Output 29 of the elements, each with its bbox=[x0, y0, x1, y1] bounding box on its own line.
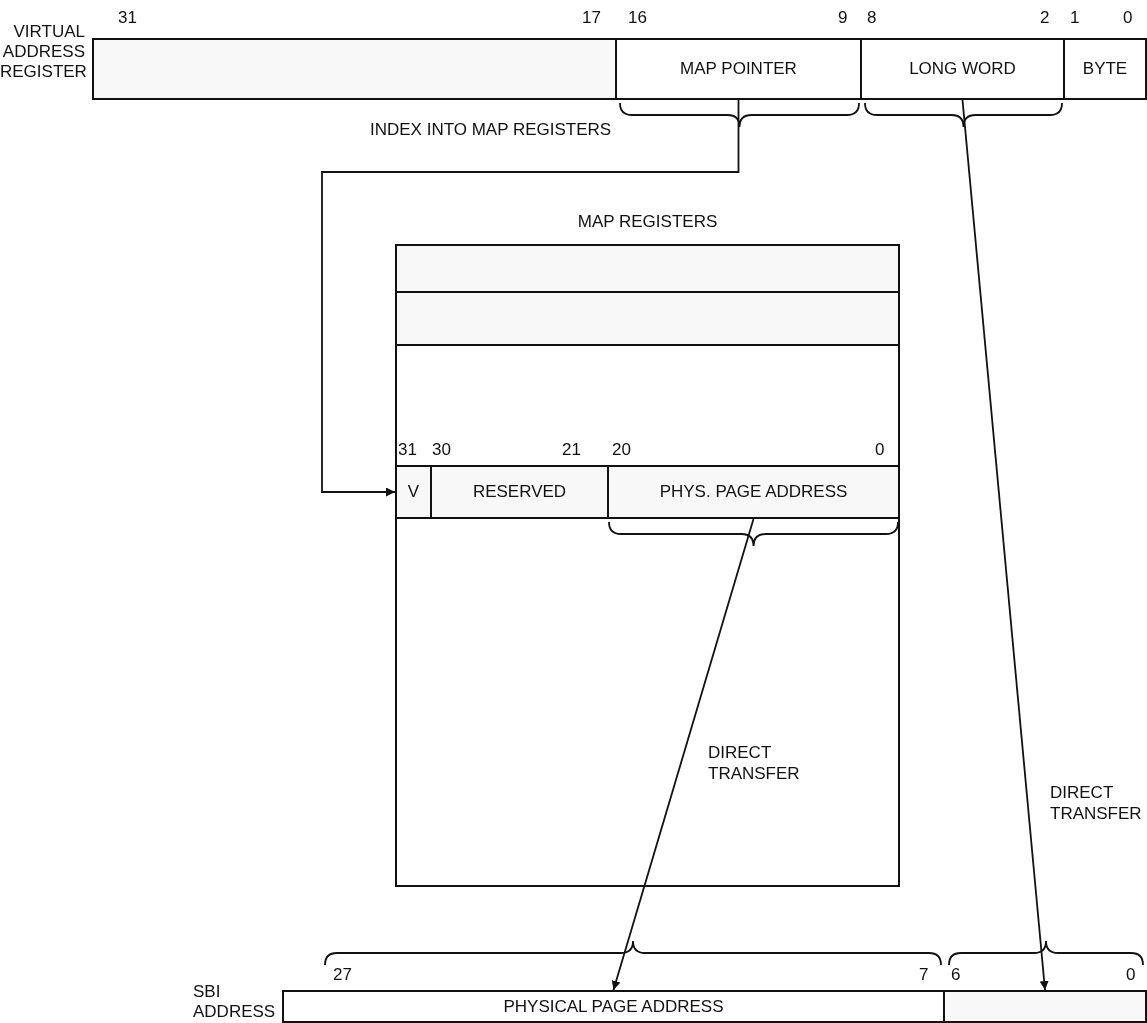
bit-number: 31 bbox=[118, 8, 137, 28]
bit-number: 16 bbox=[628, 8, 647, 28]
arrow bbox=[611, 518, 755, 991]
bit-number: 0 bbox=[1126, 965, 1136, 985]
register-field bbox=[92, 38, 617, 100]
arrow bbox=[321, 99, 740, 497]
map-register-row bbox=[395, 291, 900, 346]
register-box bbox=[395, 244, 900, 887]
register-heading: SBI ADDRESS bbox=[193, 982, 277, 1022]
bit-number: 9 bbox=[838, 8, 848, 28]
bit-number: 8 bbox=[867, 8, 877, 28]
arrow bbox=[961, 99, 1049, 991]
register-heading: VIRTUAL ADDRESS REGISTER bbox=[0, 22, 85, 82]
bit-number: 30 bbox=[432, 440, 451, 460]
bit-number: 31 bbox=[398, 440, 417, 460]
bit-number: 0 bbox=[1123, 8, 1133, 28]
map-register-row bbox=[395, 244, 900, 293]
bit-number: 7 bbox=[919, 965, 929, 985]
register-heading: MAP REGISTERS bbox=[576, 212, 719, 232]
bit-number: 27 bbox=[333, 965, 352, 985]
bit-number: 1 bbox=[1070, 8, 1080, 28]
bit-number: 21 bbox=[562, 440, 581, 460]
bit-number: 17 bbox=[582, 8, 601, 28]
bit-number: 20 bbox=[612, 440, 631, 460]
map-register-entry bbox=[395, 465, 900, 519]
bit-number: 6 bbox=[951, 965, 961, 985]
bit-number: 2 bbox=[1040, 8, 1050, 28]
register-field bbox=[943, 990, 1147, 1023]
bit-number: 0 bbox=[875, 440, 885, 460]
